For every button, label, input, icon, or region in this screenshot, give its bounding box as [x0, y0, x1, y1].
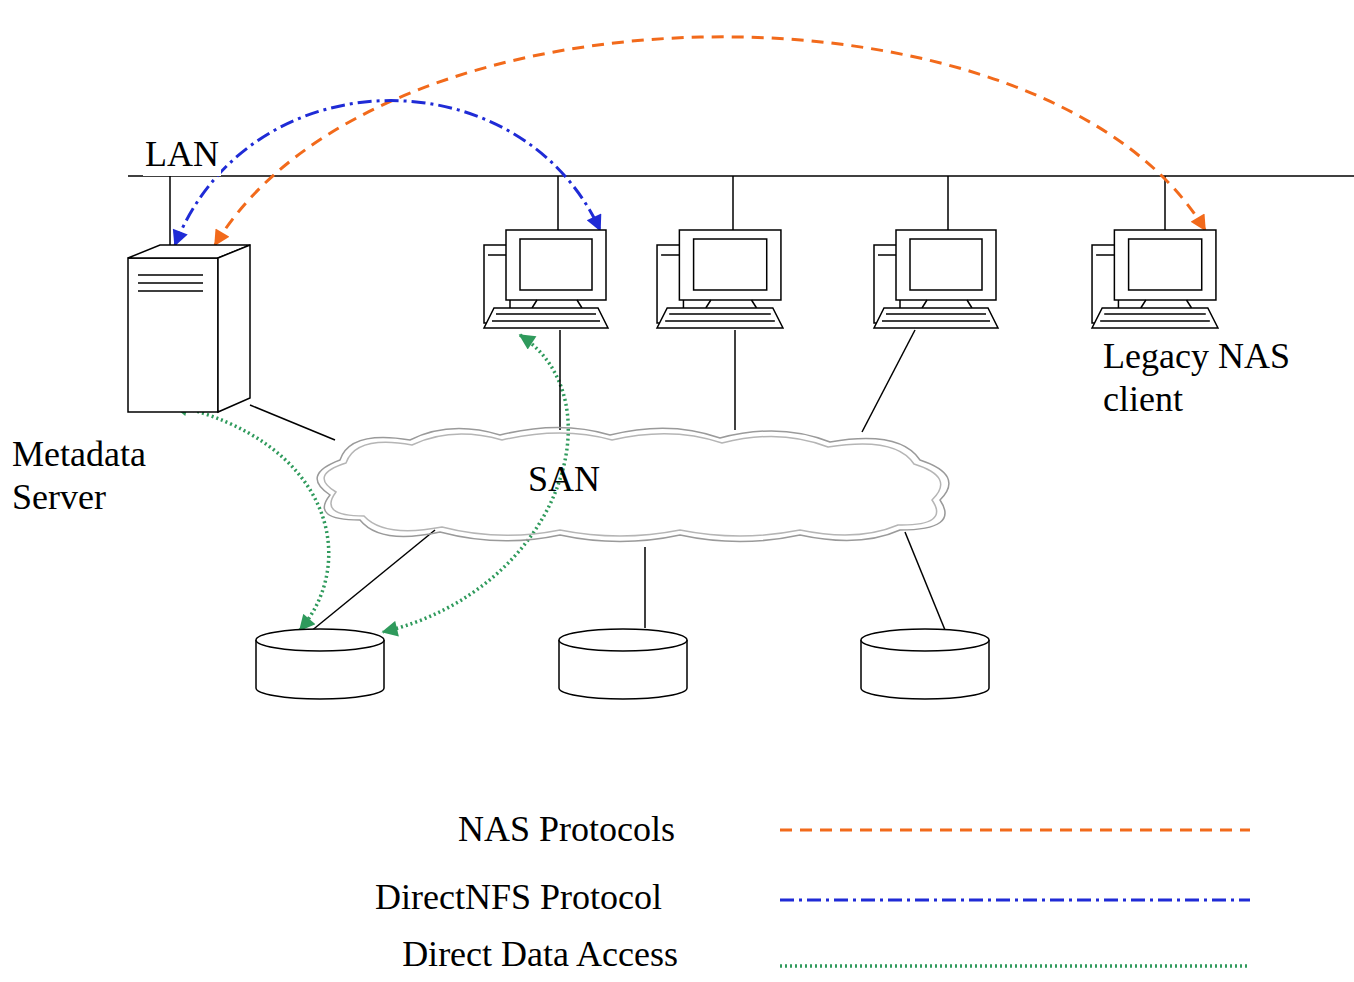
computer-icon-part: [874, 308, 998, 328]
client-computer: [872, 230, 1000, 330]
computer-icon-part: [1114, 230, 1216, 300]
lan-drop: [1164, 176, 1166, 230]
computer-icon-part: [694, 239, 767, 290]
computer-icon: [655, 230, 785, 330]
computer-icon-part: [661, 254, 679, 256]
computer-icon: [1090, 230, 1220, 330]
legacy-client: Legacy NAS client: [1090, 230, 1220, 330]
san-link: [644, 547, 646, 628]
san-link: [905, 532, 945, 630]
san-link: [862, 330, 915, 432]
san-cloud: SAN: [300, 420, 965, 548]
computer-icon-part: [1129, 239, 1202, 290]
san-link: [734, 330, 736, 430]
computer-icon-part: [922, 300, 972, 308]
computer-icon-part: [878, 254, 896, 256]
computer-icon-part: [679, 230, 781, 300]
client-computer: [482, 230, 610, 330]
disk-icon: [860, 628, 990, 700]
lan-line: [128, 175, 1354, 177]
computer-icon-part: [488, 254, 506, 256]
computer-icon-part: [1092, 308, 1218, 328]
computer-icon-part: [1141, 300, 1192, 308]
computer-icon-part: [532, 300, 582, 308]
server-icon-part: [138, 275, 203, 291]
storage-disk: [255, 628, 385, 700]
protocol-arrow: [173, 405, 329, 630]
san-link: [250, 405, 335, 440]
network-name: LAN: [143, 133, 221, 176]
san-cloud-part: [317, 428, 949, 542]
computer-icon-part: [882, 314, 990, 321]
disk-icon: [255, 628, 385, 700]
computer-icon: [482, 230, 610, 330]
server-icon-part: [128, 258, 218, 412]
computer-icon-part: [910, 239, 982, 290]
legend-text: DirectNFS Protocol: [375, 876, 662, 919]
computer-icon: [872, 230, 1000, 330]
san-link: [310, 530, 435, 632]
lan-drop: [732, 176, 734, 230]
san-cloud-part: [324, 433, 941, 536]
legend-sample: [780, 899, 1250, 902]
storage-disk: [558, 628, 688, 700]
lan-drop: [169, 176, 171, 250]
computer-icon-part: [492, 314, 600, 321]
server-icon-part: [218, 245, 250, 412]
storage-disk: [860, 628, 990, 700]
computer-icon-part: [484, 308, 608, 328]
san-link: [559, 330, 561, 430]
lan-drop: [947, 176, 949, 230]
computer-icon-part: [657, 308, 783, 328]
server-icon: [128, 245, 250, 412]
protocol-arrow: [215, 37, 1205, 245]
disk-icon-part: [256, 629, 384, 651]
metadata-server: Metadata Server: [128, 245, 250, 412]
computer-icon-part: [1100, 314, 1210, 321]
san-cloud: [300, 420, 965, 548]
computer-icon-part: [1096, 254, 1114, 256]
disk-icon-part: [861, 629, 989, 651]
computer-icon-part: [706, 300, 757, 308]
computer-icon-part: [506, 230, 606, 300]
network-label: SAN: [528, 458, 600, 501]
legend-text: NAS Protocols: [458, 808, 675, 851]
node-label: Metadata Server: [12, 433, 202, 519]
computer-icon-part: [896, 230, 996, 300]
computer-icon-part: [665, 314, 775, 321]
legend-sample: [780, 829, 1250, 832]
legend-sample: [780, 964, 1250, 968]
disk-icon: [558, 628, 688, 700]
disk-icon-part: [559, 629, 687, 651]
client-computer: [655, 230, 785, 330]
computer-icon-part: [520, 239, 592, 290]
protocol-arrow: [175, 101, 600, 245]
node-label: Legacy NAS client: [1103, 335, 1343, 421]
legend-text: Direct Data Access: [402, 933, 678, 976]
lan-drop: [557, 176, 559, 230]
